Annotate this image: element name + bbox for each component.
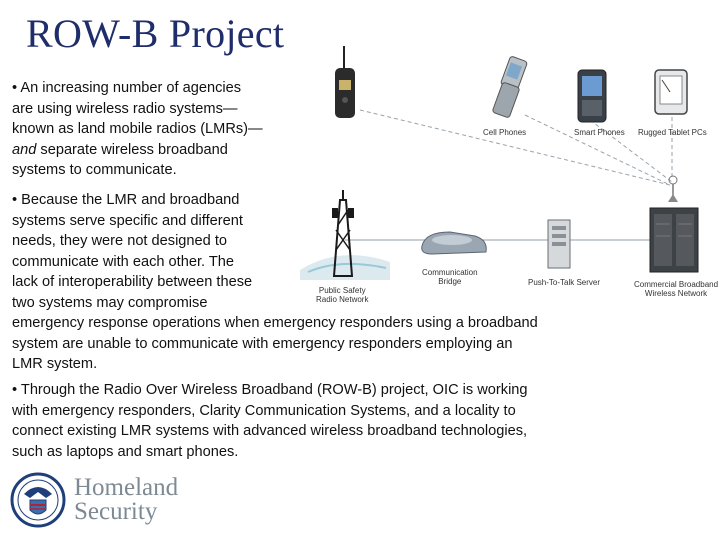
paragraph-interoperability: • Because the LMR and broadband systems … <box>12 190 312 313</box>
text-line: needs, they were not designed to <box>12 233 228 249</box>
text-line: with emergency responders, Clarity Commu… <box>12 402 516 419</box>
label-line: Wireless Network <box>644 289 708 298</box>
text-line: connect existing LMR systems with advanc… <box>12 423 528 439</box>
label-communication-bridge: Communication Bridge <box>422 268 478 286</box>
paragraph-interoperability-cont: emergency response operations when emerg… <box>12 313 652 375</box>
emphasis-and: and <box>12 141 37 158</box>
label-cell-phones: Cell Phones <box>483 128 527 137</box>
text-line: lack of interoperability between these <box>12 274 253 290</box>
text-span: separate wireless broadband <box>36 141 228 158</box>
text-line: communicate with each other. The <box>12 253 234 270</box>
text-line: systems to communicate. <box>12 162 177 178</box>
text-line: and separate wireless broadband <box>12 140 312 161</box>
communication-bridge-icon <box>421 231 487 255</box>
label-rugged-tablets: Rugged Tablet PCs <box>638 128 707 137</box>
handheld-radio-icon <box>335 46 355 118</box>
label-commercial-broadband: Commercial Broadband Wireless Network <box>634 280 718 298</box>
radio-tower-icon <box>300 190 390 280</box>
slide-title: ROW-B Project <box>26 11 285 56</box>
label-smart-phones: Smart Phones <box>574 128 625 137</box>
text-line: • Through the Radio Over Wireless Broadb… <box>12 382 528 398</box>
paragraph-rowb-project: • Through the Radio Over Wireless Broadb… <box>12 380 632 462</box>
text-line: emergency response operations when emerg… <box>12 315 538 331</box>
diagram-graphics <box>300 46 699 280</box>
text-line: such as laptops and smart phones. <box>12 443 239 460</box>
cell-phone-icon <box>492 56 528 118</box>
text-line: are using wireless radio systems— <box>12 100 238 117</box>
antenna-signal-icon <box>668 175 678 202</box>
text-line: known as land mobile radios (LMRs)— <box>12 121 263 137</box>
label-line: Communication <box>422 268 478 277</box>
text-line: • Because the LMR and broadband <box>12 192 240 208</box>
label-line: Radio Network <box>316 295 369 304</box>
rowb-network-diagram: Cell Phones Smart Phones Rugged Tablet P… <box>300 40 720 310</box>
text-line: LMR system. <box>12 356 98 372</box>
paragraph-lmr-broadband: • An increasing number of agencies are u… <box>12 78 312 181</box>
text-line: systems serve specific and different <box>12 212 243 229</box>
ptt-server-icon <box>547 219 571 269</box>
text-line: two systems may compromise <box>12 294 208 311</box>
text-line: system are unable to communicate with em… <box>12 335 513 352</box>
text-line: • An increasing number of agencies <box>12 80 242 96</box>
smart-phone-icon <box>577 69 607 123</box>
wireless-links <box>359 109 673 186</box>
label-line: Bridge <box>438 277 462 286</box>
dhs-wordmark: Homeland Security <box>74 474 179 525</box>
label-ptt-server: Push-To-Talk Server <box>528 278 601 287</box>
broadband-cabinet-icon <box>649 207 699 273</box>
label-public-safety-network: Public Safety Radio Network <box>316 286 368 304</box>
rugged-tablet-icon <box>654 69 688 115</box>
label-line: Commercial Broadband <box>634 280 719 289</box>
dhs-seal-icon <box>10 472 66 528</box>
wordmark-line: Security <box>74 498 158 525</box>
wordmark-line: Homeland <box>74 474 179 501</box>
label-line: Public Safety <box>318 286 366 295</box>
